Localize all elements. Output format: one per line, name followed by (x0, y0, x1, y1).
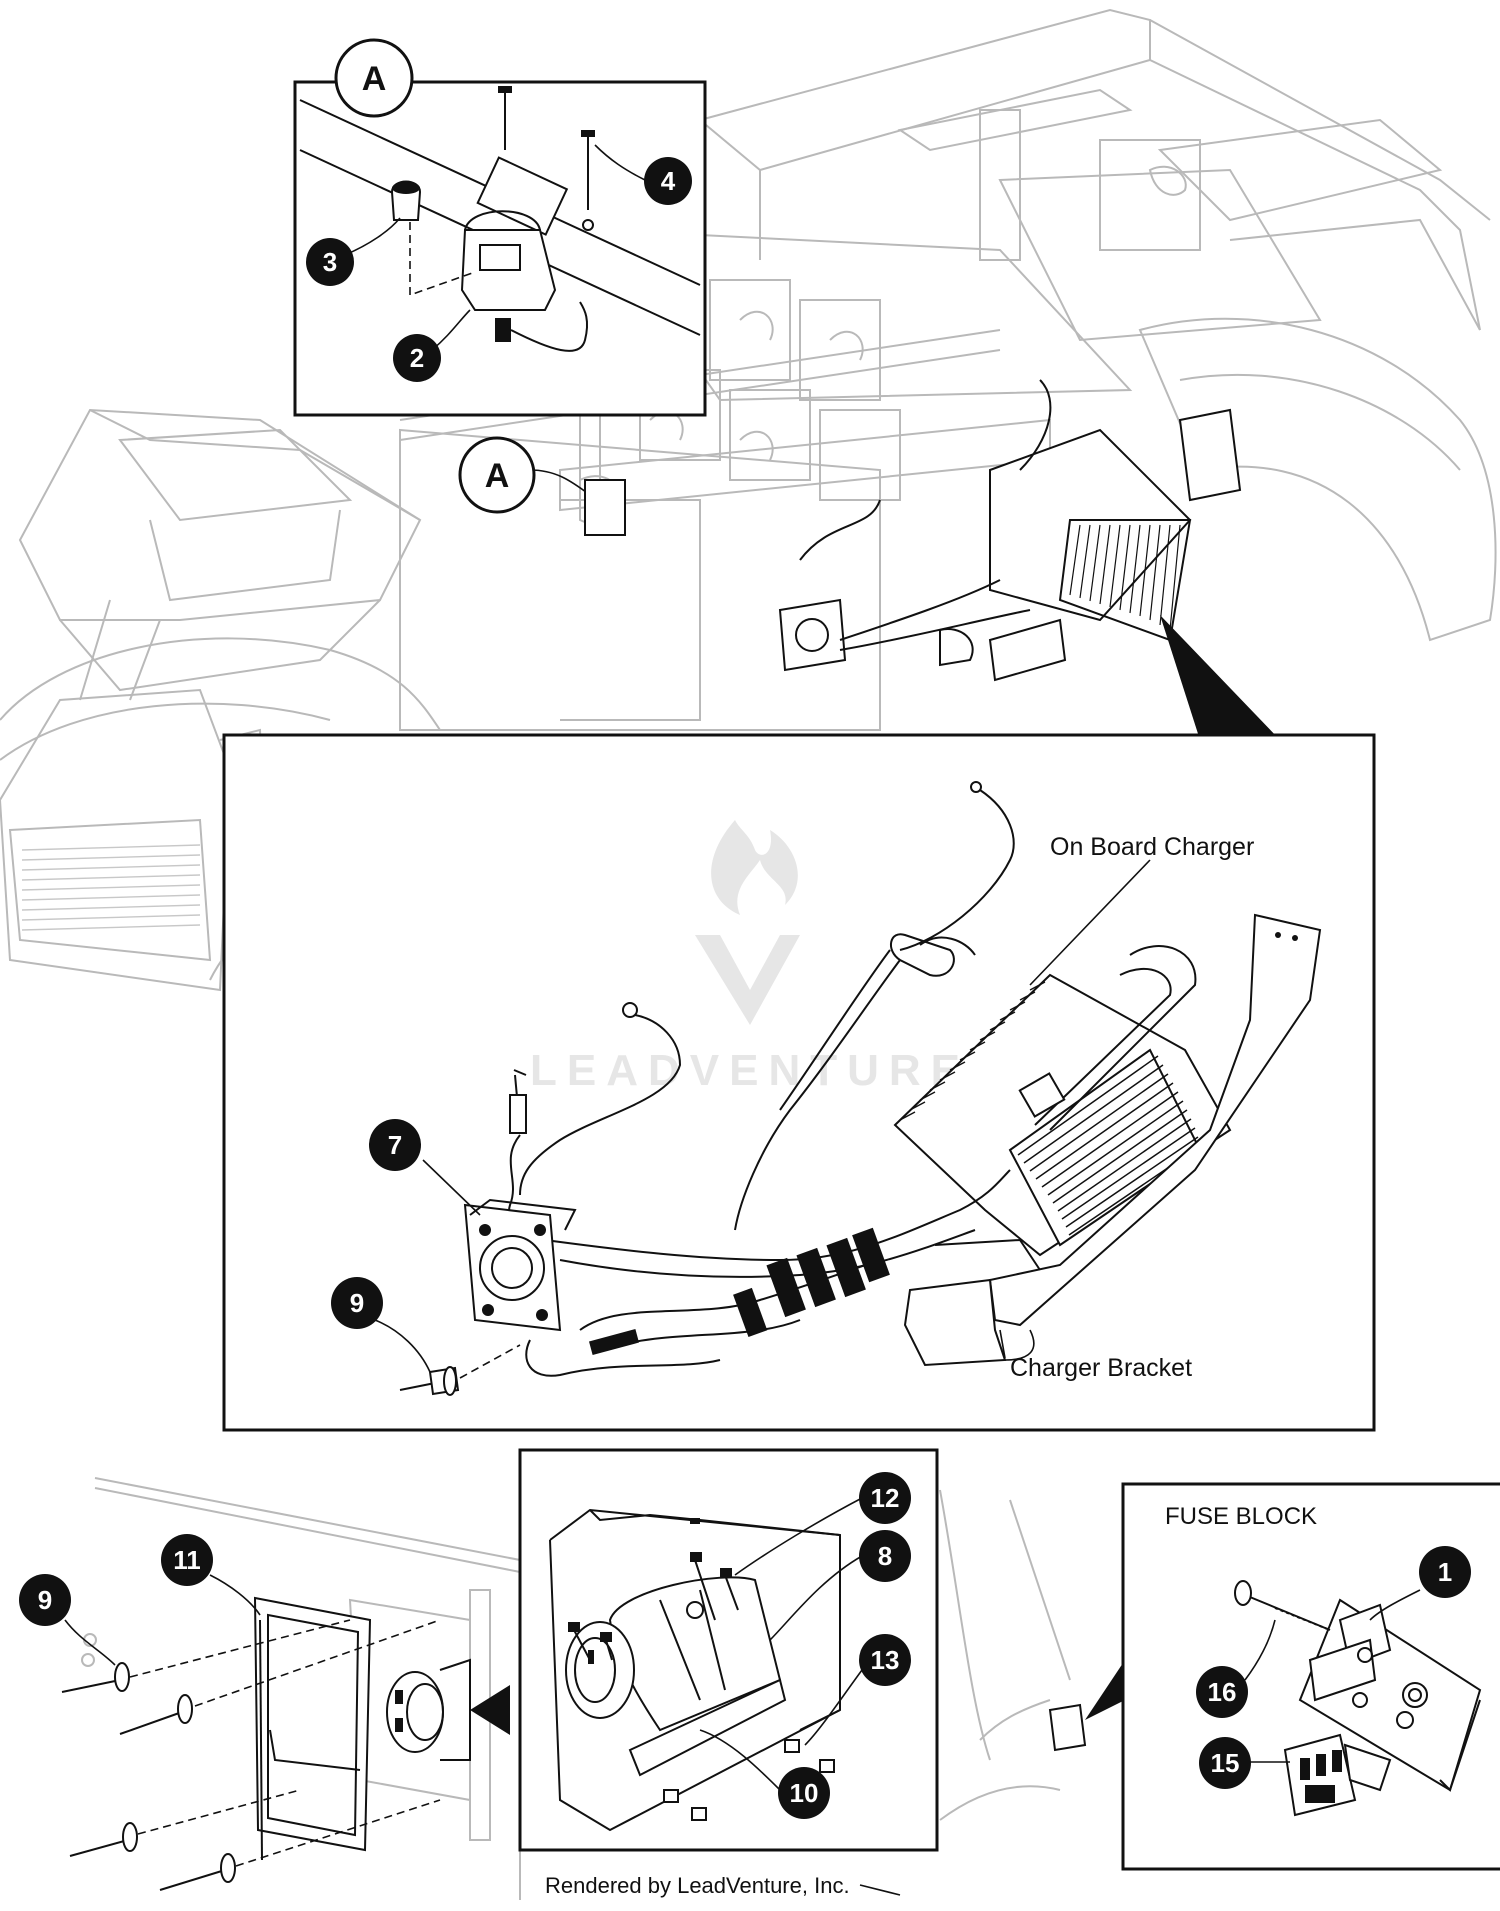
lower-right-body (939, 1489, 1125, 1821)
callout-2: 2 (410, 343, 424, 373)
callout-13: 13 (871, 1645, 900, 1675)
vehicle-callout-a: A (458, 436, 626, 536)
callout-15: 15 (1211, 1748, 1240, 1778)
lower-left-assembly: 11 9 (19, 1477, 521, 1900)
label-charger-bracket: Charger Bracket (1010, 1354, 1192, 1382)
callout-3: 3 (323, 247, 337, 277)
callout-4: 4 (661, 166, 676, 196)
label-on-board-charger: On Board Charger (1050, 833, 1254, 861)
label-fuse-block: FUSE BLOCK (1165, 1503, 1317, 1530)
detail-pointer (1160, 615, 1280, 740)
main-detail: LEADVENTURE (222, 733, 1376, 1432)
installed-charger (778, 379, 1242, 682)
footer: Rendered by LeadVenture, Inc. (545, 1873, 901, 1898)
fuse-block-inset: FUSE BLOCK 1 16 15 (1121, 1482, 1500, 1871)
callout-1: 1 (1438, 1557, 1452, 1587)
callout-9-lower: 9 (38, 1585, 52, 1615)
watermark: LEADVENTURE (530, 820, 970, 1095)
callout-a-top: A (362, 60, 387, 98)
callout-8: 8 (878, 1541, 892, 1571)
watermark-text: LEADVENTURE (530, 1046, 970, 1095)
callout-10: 10 (790, 1778, 819, 1808)
callout-11: 11 (173, 1545, 201, 1575)
callout-a-vehicle: A (485, 457, 510, 495)
callout-9-main: 9 (350, 1288, 364, 1318)
callout-16: 16 (1208, 1677, 1237, 1707)
callout-12: 12 (871, 1483, 900, 1513)
receptacle-inset: 12 8 13 10 (518, 1448, 939, 1852)
inset-a: A 3 2 4 (293, 38, 707, 417)
callout-7: 7 (388, 1130, 402, 1160)
footer-credit: Rendered by LeadVenture, Inc. (545, 1873, 850, 1898)
screws-9 (61, 1619, 441, 1891)
